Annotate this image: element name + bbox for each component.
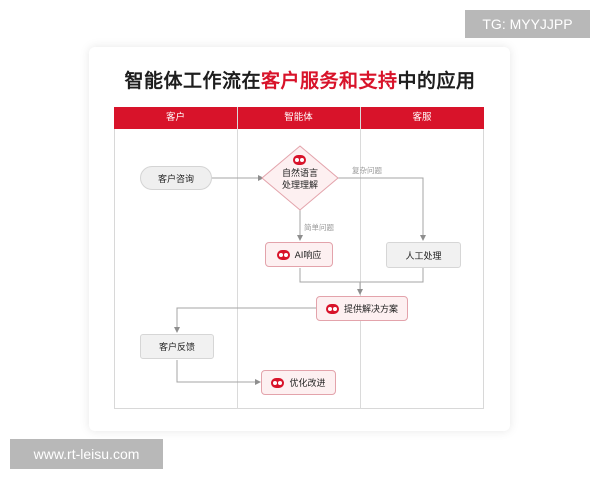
node-label: 优化改进: [289, 379, 326, 389]
node-label: 人工处理: [405, 251, 442, 262]
decision-label: 自然语言 处理理解: [281, 169, 318, 191]
node-customer-inquiry: 客户咨询: [140, 166, 212, 190]
edge-label-simple: 简单问题: [304, 223, 334, 232]
robot-icon: [293, 155, 306, 165]
edge-ai-to-solution: [299, 268, 363, 295]
robot-icon: [325, 303, 339, 314]
lane-divider: [360, 107, 361, 409]
edge-label-complex: 复杂问题: [352, 166, 382, 175]
edge-human-to-solution: [360, 268, 424, 283]
diagram-title: 智能体工作流在客户服务和支持中的应用: [124, 70, 476, 92]
node-human-handling: 人工处理: [386, 242, 461, 268]
lane-header-agent: 智能体: [284, 112, 313, 123]
lane-divider: [237, 107, 238, 409]
robot-icon: [276, 249, 290, 260]
lane-header-support: 客服: [412, 112, 432, 123]
node-label: AI响应: [294, 251, 322, 261]
lane-header-bar: [114, 107, 484, 129]
node-customer-feedback: 客户反馈: [140, 334, 214, 359]
node-label: 客户反馈: [158, 343, 195, 353]
watermark-bottom: www.rt-leisu.com: [10, 439, 163, 469]
node-optimize: 优化改进: [261, 370, 336, 395]
node-label: 客户咨询: [157, 174, 194, 185]
edge-nlp-to-human: [338, 177, 426, 241]
lane-header-customer: 客户: [165, 112, 185, 123]
edge-feedback-to-optimize: [176, 360, 261, 385]
node-ai-response: AI响应: [265, 242, 333, 267]
decision-node-nlp: [261, 145, 339, 211]
node-label: 提供解决方案: [343, 305, 398, 315]
watermark-top: TG: MYYJJPP: [465, 10, 590, 38]
robot-icon: [271, 377, 285, 388]
edge-solution-to-feedback: [174, 307, 316, 333]
node-provide-solution: 提供解决方案: [316, 296, 408, 321]
